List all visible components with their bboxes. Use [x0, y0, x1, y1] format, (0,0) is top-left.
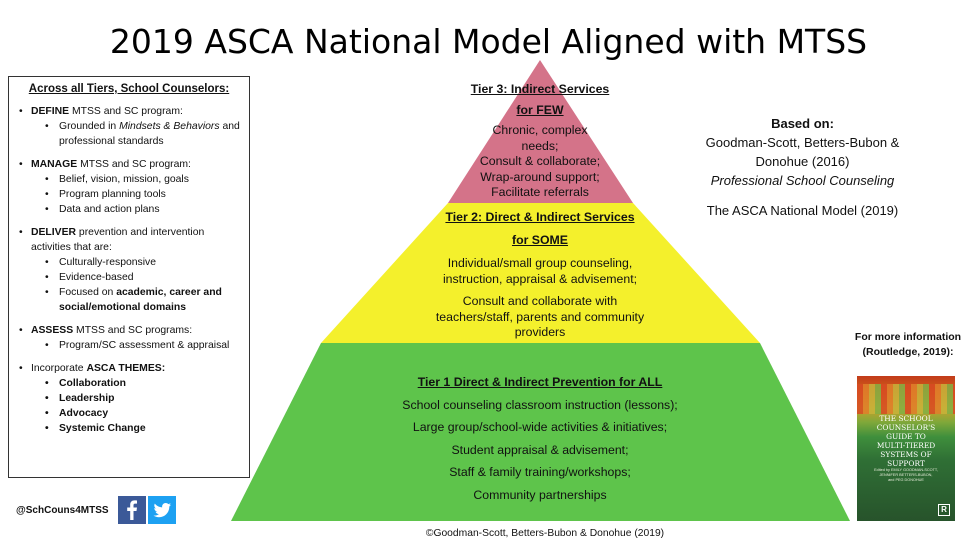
facebook-icon[interactable]: [118, 496, 146, 524]
deliver-sub-item: Focused on academic, career and social/e…: [45, 285, 241, 315]
tier3-band: [448, 60, 633, 203]
book-title: THE SCHOOL COUNSELOR'S GUIDE TO MULTI-TI…: [876, 414, 936, 468]
theme-item: Systemic Change: [45, 421, 241, 436]
define-sub-item: Grounded in Mindsets & Behaviors and pro…: [45, 119, 241, 149]
twitter-icon[interactable]: [148, 496, 176, 524]
themes-keyword: ASCA THEMES:: [86, 363, 166, 374]
based-on-authors: Goodman-Scott, Betters-Bubon &: [705, 135, 900, 150]
copyright-notice: ©Goodman-Scott, Betters-Bubon & Donohue …: [425, 528, 665, 539]
tier2-line: instruction, appraisal & advisement;: [442, 271, 638, 286]
tier3-line: Chronic, complex: [492, 123, 588, 137]
tier1-line: Staff & family training/workshops;: [449, 465, 631, 479]
routledge-logo-icon: R: [938, 504, 950, 516]
tier3-line: Wrap-around support;: [480, 169, 600, 184]
theme-item: Collaboration: [45, 376, 241, 391]
tier3-subheading: for FEW: [516, 102, 564, 117]
tier2-line: Consult and collaborate with: [462, 294, 618, 308]
assess-section: ASSESS MTSS and SC programs: Program/SC …: [17, 323, 241, 353]
tier2-text: Tier 2: Direct & Indirect Services for S…: [380, 210, 700, 341]
tier1-band: [231, 343, 850, 521]
deliver-sub-item: Evidence-based: [45, 270, 241, 285]
tier3-line: needs;: [521, 138, 559, 153]
based-on-authors: Donohue (2016): [755, 154, 850, 169]
book-cover-art: [857, 384, 955, 414]
tier1-line: School counseling classroom instruction …: [402, 397, 678, 412]
tier1-line: Large group/school-wide activities & ini…: [412, 420, 668, 434]
twitter-handle[interactable]: @SchCouns4MTSS: [16, 505, 109, 516]
tier2-line: Individual/small group counseling,: [447, 256, 633, 270]
counselor-roles-panel: Across all Tiers, School Counselors: DEF…: [8, 76, 250, 478]
manage-sub-item: Belief, vision, mission, goals: [45, 172, 241, 187]
manage-sub-item: Data and action plans: [45, 202, 241, 217]
assess-sub-item: Program/SC assessment & appraisal: [45, 338, 241, 353]
manage-section: MANAGE MTSS and SC program: Belief, visi…: [17, 157, 241, 217]
tier3-line: Consult & collaborate;: [479, 154, 601, 168]
based-on-block: Based on: Goodman-Scott, Betters-Bubon &…: [680, 114, 925, 220]
manage-keyword: MANAGE: [31, 159, 78, 170]
define-section: DEFINE MTSS and SC program: Grounded in …: [17, 104, 241, 149]
tier1-text: Tier 1 Direct & Indirect Prevention for …: [360, 371, 720, 506]
tier2-line: providers: [514, 325, 566, 339]
tier1-line: Student appraisal & advisement;: [451, 442, 629, 457]
page-title: 2019 ASCA National Model Aligned with MT…: [109, 22, 868, 61]
themes-section: Incorporate ASCA THEMES: Collaboration L…: [17, 361, 241, 436]
tier3-line: Facilitate referrals: [491, 185, 589, 199]
theme-item: Leadership: [45, 391, 241, 406]
tier2-subheading: for SOME: [511, 232, 569, 247]
tier1-heading: Tier 1 Direct & Indirect Prevention for …: [417, 375, 663, 389]
deliver-sub-item: Culturally-responsive: [45, 255, 241, 270]
book-cover-image[interactable]: THE SCHOOL COUNSELOR'S GUIDE TO MULTI-TI…: [857, 376, 955, 521]
deliver-keyword: DELIVER: [31, 227, 77, 238]
based-on-journal: Professional School Counseling: [710, 173, 895, 188]
panel-heading: Across all Tiers, School Counselors:: [28, 83, 230, 95]
tier2-line: teachers/staff, parents and community: [435, 309, 645, 324]
define-keyword: DEFINE: [31, 106, 70, 117]
based-on-label: Based on:: [771, 116, 834, 131]
tier2-heading: Tier 2: Direct & Indirect Services: [445, 210, 635, 224]
based-on-model: The ASCA National Model (2019): [706, 203, 899, 218]
tier3-heading: Tier 3: Indirect Services: [470, 82, 610, 96]
more-info-note: For more information (Routledge, 2019):: [854, 331, 962, 358]
assess-keyword: ASSESS: [31, 325, 74, 336]
tier2-band: [321, 203, 760, 343]
tier3-text: Tier 3: Indirect Services for FEW Chroni…: [440, 82, 640, 201]
theme-item: Advocacy: [45, 406, 241, 421]
book-authors: Edited by EMILY GOODMAN-SCOTT, JENNIFER …: [874, 468, 938, 482]
deliver-section: DELIVER prevention and intervention acti…: [17, 225, 241, 315]
tier1-line: Community partnerships: [473, 487, 607, 502]
manage-sub-item: Program planning tools: [45, 187, 241, 202]
